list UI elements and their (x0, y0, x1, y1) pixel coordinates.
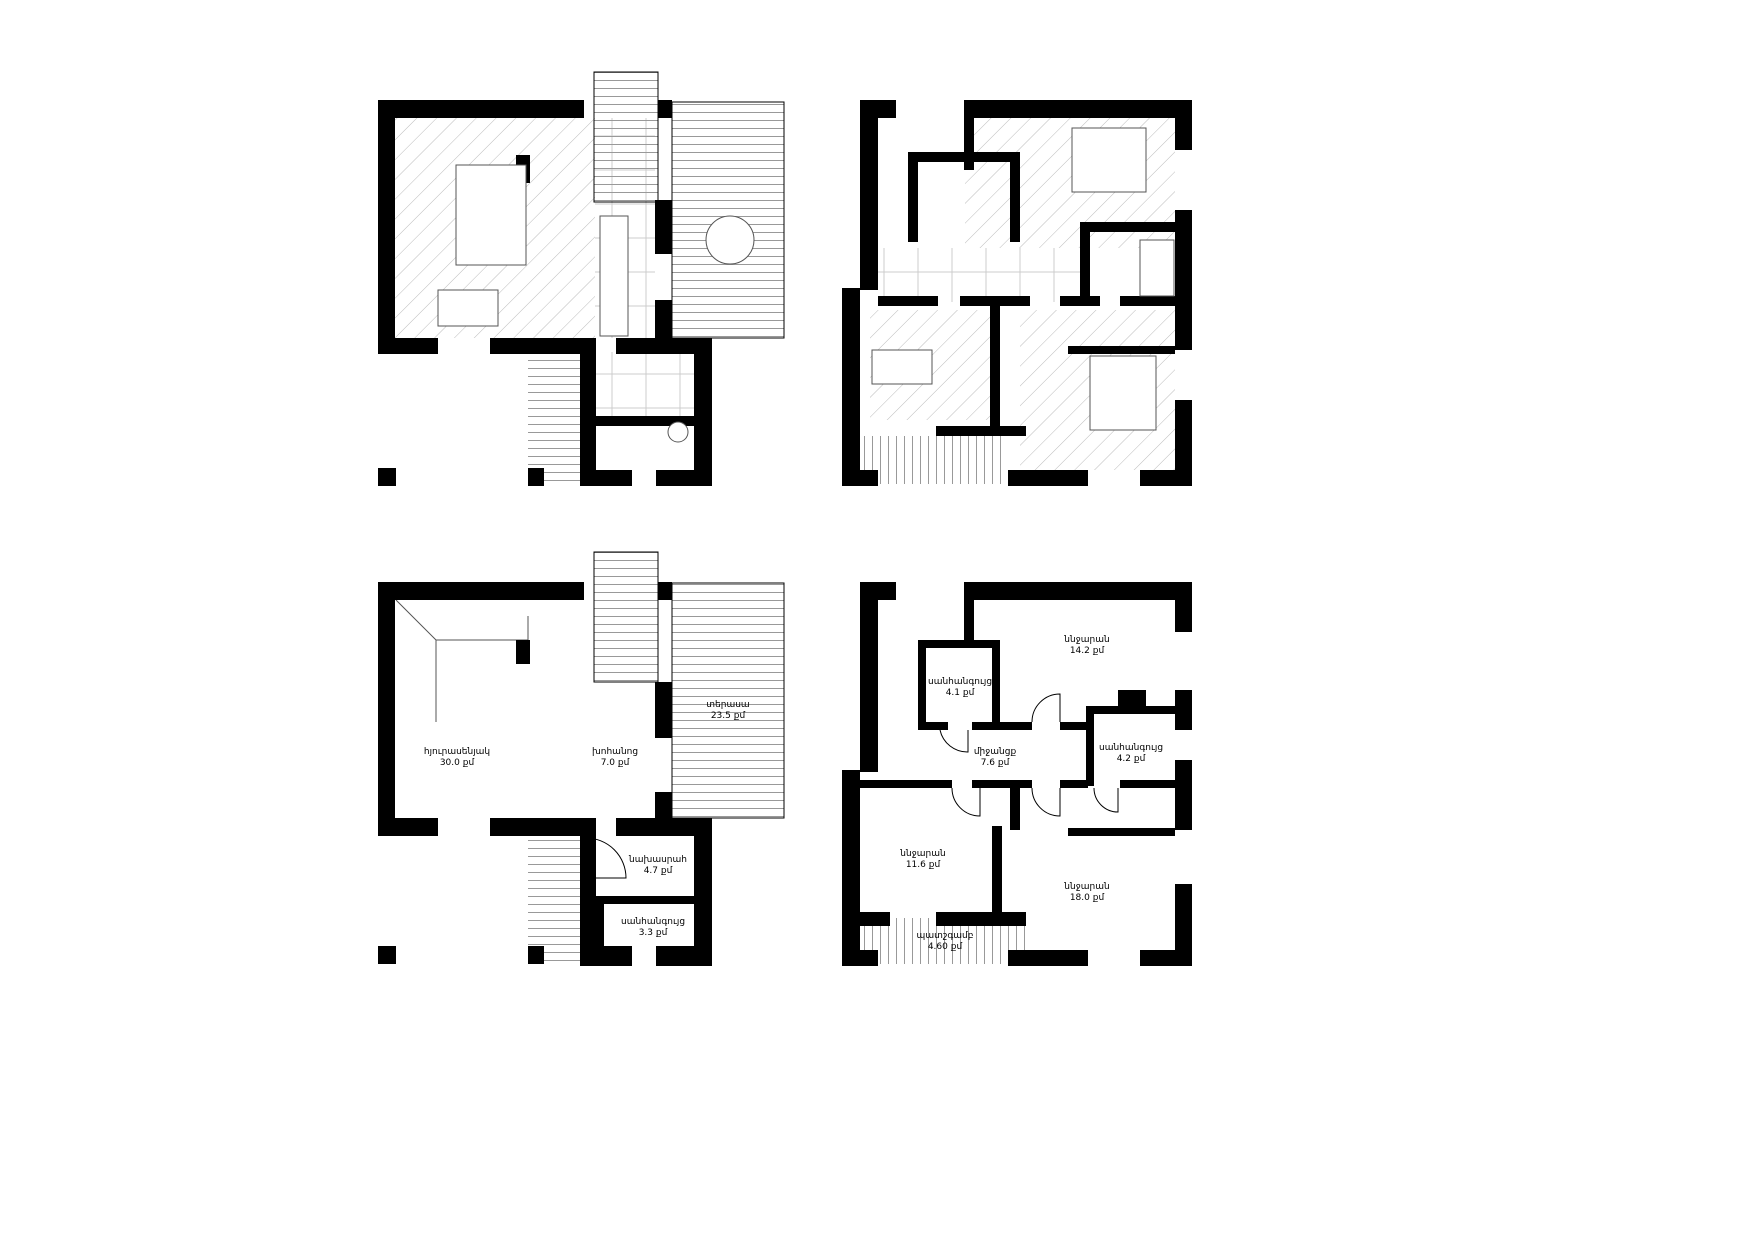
room-name: սանհանգույց (1098, 743, 1164, 753)
room-area: 30.0 քմ (439, 758, 475, 768)
room-name: նախասրահ (629, 855, 687, 865)
ground-floor-labeled-plan (378, 551, 785, 966)
room-area: 4.7 քմ (643, 866, 673, 876)
room-label-corridor: միջանցք 7.6 քմ (974, 747, 1016, 769)
room-name: սանհանգույց (927, 677, 993, 687)
room-name: ննջարան (1064, 635, 1110, 645)
room-name: միջանցք (973, 747, 1017, 757)
room-area: 7.6 քմ (980, 758, 1010, 768)
room-area: 4.60 քմ (927, 942, 963, 952)
room-area: 23.5 քմ (710, 711, 746, 721)
upper-floor-labeled-plan (842, 582, 1192, 966)
room-label-hall: նախասրահ 4.7 քմ (629, 855, 687, 877)
room-area: 7.0 քմ (600, 758, 630, 768)
room-label-bedroom-1: ննջարան 14.2 քմ (1064, 635, 1109, 657)
room-area: 3.3 քմ (638, 928, 668, 938)
room-area: 18.0 քմ (1069, 893, 1105, 903)
room-label-bathroom-2: սանհանգույց 4.2 քմ (1099, 743, 1163, 765)
room-area: 4.2 քմ (1116, 754, 1146, 764)
room-label-bathroom: սանհանգույց 3.3 քմ (621, 917, 685, 939)
room-label-living-room: հյուրասենյակ 30.0 քմ (424, 747, 490, 769)
room-name: տերասա (706, 700, 750, 710)
ground-floor-furnished-plan (378, 71, 785, 486)
room-label-bedroom-3: ննջարան 18.0 քմ (1064, 882, 1109, 904)
room-name: պատշգամբ (916, 931, 974, 941)
room-name: ննջարան (900, 849, 946, 859)
room-area: 11.6 քմ (905, 860, 941, 870)
upper-floor-furnished-plan (842, 100, 1192, 486)
room-name: սանհանգույց (620, 917, 686, 927)
room-label-kitchen: խոհանոց 7.0 քմ (592, 747, 638, 769)
room-label-bathroom-1: սանհանգույց 4.1 քմ (928, 677, 992, 699)
room-label-balcony: պատշգամբ 4.60 քմ (917, 931, 974, 953)
room-name: խոհանոց (591, 747, 639, 757)
room-label-terrace: տերասա 23.5 քմ (706, 700, 749, 722)
room-name: ննջարան (1064, 882, 1110, 892)
room-label-bedroom-2: ննջարան 11.6 քմ (900, 849, 945, 871)
room-name: հյուրասենյակ (423, 747, 491, 757)
room-area: 4.1 քմ (945, 688, 975, 698)
room-area: 14.2 քմ (1069, 646, 1105, 656)
